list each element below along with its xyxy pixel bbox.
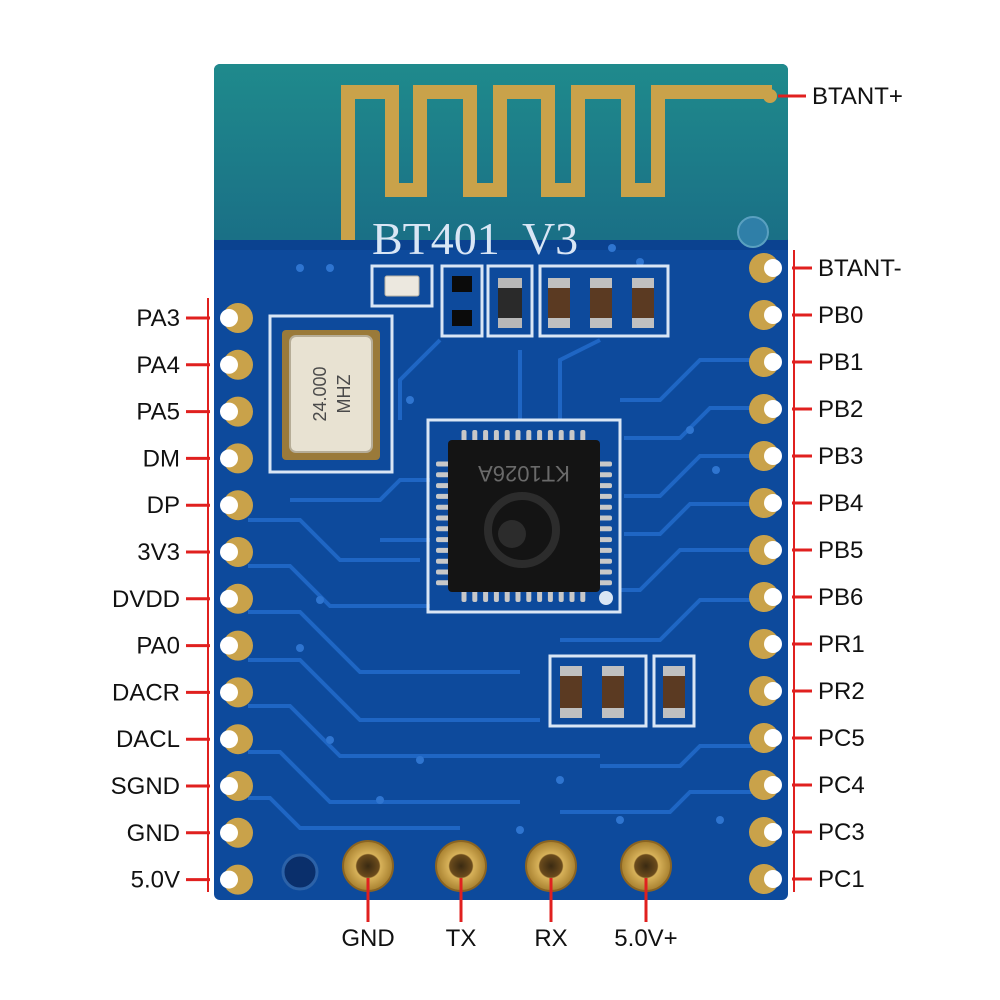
- pin-sgnd: SGND: [111, 771, 253, 801]
- mount-hole-top-right: [737, 216, 769, 248]
- pin-bottom-tx: TX: [435, 840, 487, 952]
- pin-label: DACL: [116, 726, 180, 753]
- pin-label: PR1: [818, 631, 865, 658]
- pin-label: PA4: [136, 352, 180, 379]
- pin-label: PB3: [818, 443, 863, 470]
- pin-pb1: PB1: [749, 347, 863, 377]
- pin-label: PB6: [818, 584, 863, 611]
- pin-label: PA3: [136, 305, 180, 332]
- pin-bottom-gnd: GND: [341, 840, 395, 952]
- chip-marking: KT1026A: [478, 461, 570, 486]
- crystal-text-unit: MHZ: [334, 375, 354, 414]
- pin-label: GND: [341, 925, 394, 952]
- pin-pb2: PB2: [749, 394, 863, 424]
- smd-components-bottom: [548, 654, 696, 728]
- pin-label: PB0: [818, 302, 863, 329]
- antenna-trace: [341, 85, 772, 240]
- smd-components-top: [370, 264, 670, 338]
- pin-pa0: PA0: [136, 630, 253, 661]
- pin-btant: BTANT-: [749, 253, 902, 283]
- chip-logo: [484, 492, 560, 568]
- pin-pc1: PC1: [749, 864, 865, 894]
- pin-label: PB4: [818, 490, 863, 517]
- pin-dm: DM: [143, 443, 253, 474]
- crystal-oscillator: 24.000 MHZ: [268, 314, 394, 474]
- pin-label: PB2: [818, 396, 863, 423]
- pin-pc4: PC4: [749, 770, 865, 800]
- pin-label: PC4: [818, 772, 865, 799]
- bottom-pin-group: GND TX RX 5.0V+: [341, 840, 678, 952]
- pin-bottom-rx: RX: [525, 840, 577, 952]
- pin-label: GND: [127, 820, 180, 847]
- pin-5-0v: 5.0V: [131, 864, 253, 895]
- pcb-traces: [248, 244, 754, 834]
- right-pin-group: BTANT- PB0PB1PB2PB3PB4PB5PB6PR1PR2PC5PC4P…: [749, 250, 902, 894]
- pin-label: TX: [446, 925, 477, 952]
- pin-pr2: PR2: [749, 676, 865, 706]
- pin-label: PB5: [818, 537, 863, 564]
- pin-dacr: DACR: [112, 677, 253, 708]
- pin-pb4: PB4: [749, 488, 863, 518]
- pin-label: PC1: [818, 866, 865, 893]
- antenna-feed-pad: [763, 89, 777, 103]
- pin-label: SGND: [111, 773, 180, 800]
- board-silkscreen: BT401 V3: [372, 213, 578, 264]
- pin-label: RX: [534, 925, 567, 952]
- pin-label-btant-plus: BTANT+: [812, 83, 903, 110]
- pin-label: PC5: [818, 725, 865, 752]
- pin-label: PB1: [818, 349, 863, 376]
- pin-pb6: PB6: [749, 582, 863, 612]
- pin-label: 5.0V+: [614, 925, 677, 952]
- pin-label: DVDD: [112, 586, 180, 613]
- pin-pc3: PC3: [749, 817, 865, 847]
- pin-pc5: PC5: [749, 723, 865, 753]
- pin-pb5: PB5: [749, 535, 863, 565]
- pin-dp: DP: [147, 490, 253, 521]
- pin-label: PC3: [818, 819, 865, 846]
- pin-dacl: DACL: [116, 724, 253, 755]
- pin-label: PR2: [818, 678, 865, 705]
- chip-pin1-marker: [599, 591, 613, 605]
- pin-pa3: PA3: [136, 303, 253, 333]
- pin-label: BTANT-: [818, 255, 902, 282]
- pin-pb0: PB0: [749, 300, 863, 330]
- mount-hole-bottom-left: [281, 853, 319, 891]
- pin-pb3: PB3: [749, 441, 863, 471]
- pin-label: 5.0V: [131, 867, 180, 894]
- pin-gnd: GND: [127, 817, 253, 848]
- pin-pa4: PA4: [136, 349, 253, 380]
- main-chip: KT1026A: [426, 418, 622, 614]
- crystal-text-frequency: 24.000: [310, 366, 330, 421]
- pcb-edge-shade: [214, 240, 788, 250]
- pin-label: PA0: [136, 633, 180, 660]
- pin-label: 3V3: [137, 539, 180, 566]
- pin-label: DM: [143, 445, 180, 472]
- pin-pr1: PR1: [749, 629, 865, 659]
- pin-dvdd: DVDD: [112, 583, 253, 614]
- pin-label: DP: [147, 492, 180, 519]
- pin-pa5: PA5: [136, 396, 253, 427]
- pin-btant-plus: BTANT+: [778, 83, 903, 110]
- pin-bottom-5-0v-plus: 5.0V+: [614, 840, 678, 952]
- pin-3v3: 3V3: [137, 537, 253, 567]
- pin-label: DACR: [112, 679, 180, 706]
- pin-label: PA5: [136, 399, 180, 426]
